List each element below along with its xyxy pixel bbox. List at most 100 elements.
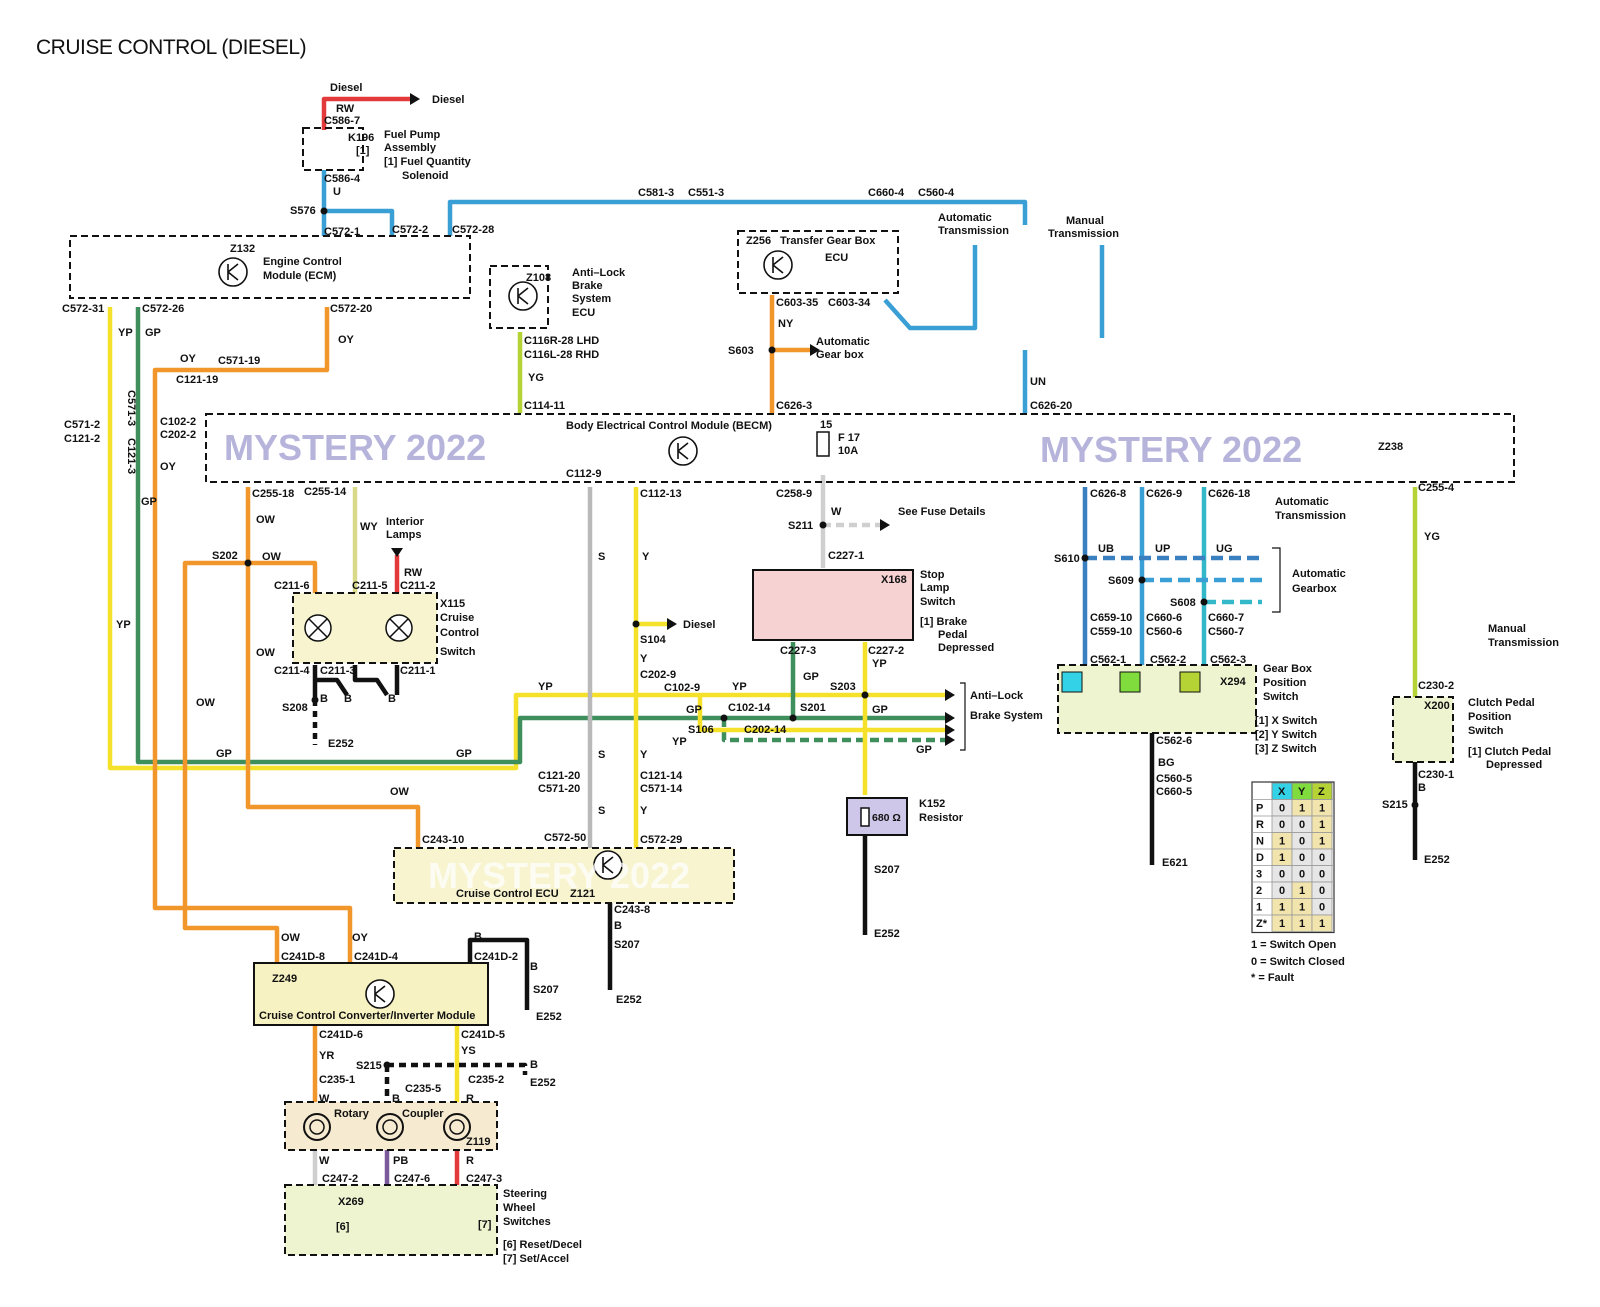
connector-label: C102-9	[664, 682, 700, 694]
abs-ecu-id: Z108	[526, 272, 551, 284]
connector-label: C112-9	[566, 468, 601, 480]
wire-code-label: Y	[642, 551, 650, 563]
truth-table-value: 0	[1319, 852, 1325, 864]
wire-code-label: B	[530, 961, 538, 973]
truth-table-value: 1	[1319, 836, 1325, 848]
wire-code-label: UB	[1098, 543, 1114, 555]
truth-table-value: 1	[1319, 819, 1325, 831]
wire-code-label: GP	[145, 327, 161, 339]
steering-line1: Steering	[503, 1188, 547, 1200]
splice-label: S211	[788, 520, 813, 532]
auto-trans-right-line1: Automatic	[1275, 496, 1329, 508]
wire-code-label: W	[319, 1093, 330, 1105]
lamp-icon-right	[385, 614, 413, 642]
connector-label: C572-50	[544, 832, 586, 844]
connector-label: C202-2	[160, 429, 196, 441]
abs-arrow-icon-3	[945, 734, 955, 746]
converter-symbol-icon	[365, 979, 395, 1009]
connector-label: C211-4	[274, 665, 310, 677]
connector-label: C571-14	[640, 783, 683, 795]
wire-code-label: R	[466, 1155, 474, 1167]
fuse-name: F 17	[838, 432, 860, 444]
connector-label: C571-3	[125, 390, 137, 426]
tgb-ecu-line2: ECU	[825, 252, 848, 264]
diesel-mid-arrow-icon	[667, 618, 677, 630]
clutch-id: X200	[1424, 700, 1450, 712]
wire-code-label: S	[598, 805, 605, 817]
stop-lamp-id: X168	[881, 574, 907, 586]
fuel-pump-line2: Assembly	[384, 142, 437, 154]
truth-table-gear: P	[1256, 803, 1263, 815]
splice-label: S610	[1054, 553, 1080, 565]
connector-label: C211-3	[320, 665, 355, 677]
connector-label: C227-3	[780, 645, 816, 657]
connector-label: C121-19	[176, 374, 218, 386]
connector-label: C562-6	[1156, 735, 1192, 747]
truth-table-value: 1	[1299, 885, 1305, 897]
ground-label: E621	[1162, 857, 1188, 869]
wire-code-label: B	[392, 1093, 400, 1105]
connector-label: C116R-28 LHD	[524, 335, 599, 347]
ground-label: E252	[874, 928, 900, 940]
splice-label: S576	[290, 205, 316, 217]
connector-label: C572-31	[62, 303, 104, 315]
connector-label: C211-2	[400, 580, 435, 592]
abs-out-line1: Anti–Lock	[970, 690, 1024, 702]
connector-label: C202-14	[744, 724, 787, 736]
connector-label: C559-10	[1090, 626, 1132, 638]
truth-table-value: 1	[1319, 803, 1325, 815]
truth-table-value: 0	[1299, 869, 1305, 881]
connector-label: C241D-8	[281, 951, 325, 963]
clutch-line3: Switch	[1468, 725, 1504, 737]
splice-label: S608	[1170, 597, 1196, 609]
ecm-line1: Engine Control	[263, 256, 342, 268]
connector-label: C227-2	[868, 645, 904, 657]
ground-label: E252	[1424, 854, 1450, 866]
wire-code-label: YG	[1424, 531, 1440, 543]
wire-code-label: GP	[216, 748, 232, 760]
wire-b-s215	[384, 1062, 528, 1102]
connector-label: C235-1	[319, 1074, 355, 1086]
connector-label: C121-3	[125, 438, 137, 474]
connector-label: C562-1	[1090, 654, 1126, 666]
wire-blue-auto	[883, 245, 978, 331]
connector-label: C581-3	[638, 187, 674, 199]
connector-label: C255-4	[1418, 482, 1455, 494]
wire-code-label: YR	[319, 1050, 334, 1062]
wire-code-label: B	[1418, 782, 1426, 794]
becm-symbol-icon	[668, 436, 698, 466]
truth-table-gear: R	[1256, 819, 1264, 831]
splice-label: S207	[533, 984, 559, 996]
gearbox-switch-note1: [1] X Switch	[1255, 715, 1318, 727]
splice-label: S207	[614, 939, 640, 951]
wire-code-label: UP	[1155, 543, 1170, 555]
wire-code-label: YS	[461, 1045, 476, 1057]
wire-code-label: GP	[456, 748, 472, 760]
ecm-symbol-icon	[218, 257, 248, 287]
truth-table-gear: 1	[1256, 902, 1262, 914]
gear-z-icon	[1179, 671, 1201, 693]
steering-ref6: [6]	[336, 1221, 350, 1233]
tgb-ecu-box	[737, 230, 899, 294]
truth-table-header: Y	[1298, 786, 1306, 798]
wire-code-label: RW	[404, 567, 423, 579]
connector-label: C235-2	[468, 1074, 504, 1086]
connector-label: C626-9	[1146, 488, 1182, 500]
connector-label: C586-7	[324, 115, 360, 127]
splice-label: S104	[640, 634, 667, 646]
wire-code-label: GP	[803, 671, 819, 683]
abs-ecu-line3: System	[572, 293, 611, 305]
truth-table-gear: 3	[1256, 869, 1262, 881]
wire-code-label: Y	[640, 653, 648, 665]
connector-label: C247-2	[322, 1173, 358, 1185]
connector-label: C560-5	[1156, 773, 1192, 785]
splice-label: S215	[356, 1060, 382, 1072]
connector-label: C247-3	[466, 1173, 502, 1185]
wire-code-label: W	[319, 1155, 330, 1167]
wire-code-label: OY	[352, 932, 369, 944]
manual-trans-right-line2: Transmission	[1488, 637, 1559, 649]
truth-table-value: 1	[1299, 803, 1305, 815]
interior-lamps-line2: Lamps	[386, 529, 421, 541]
abs-ecu-line1: Anti–Lock	[572, 267, 626, 279]
wire-code-label: YP	[732, 681, 747, 693]
